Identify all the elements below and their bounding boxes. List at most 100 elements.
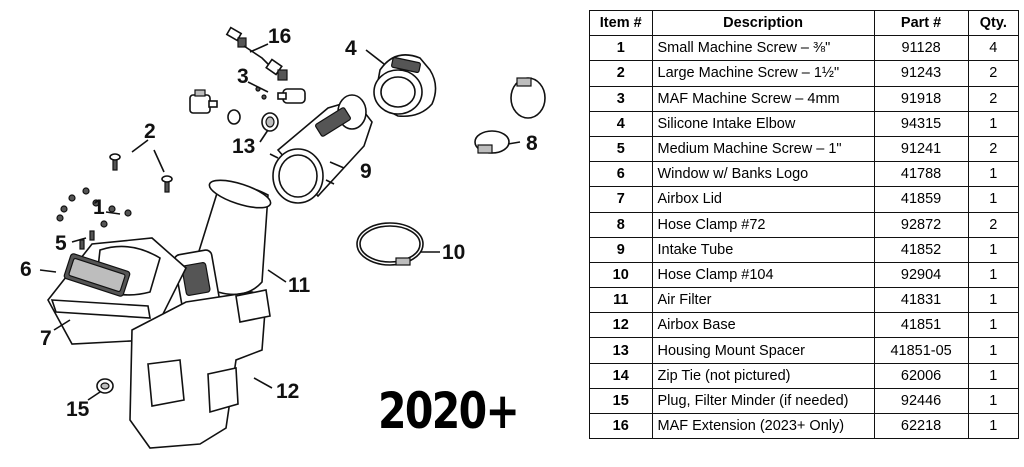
cell-part: 91243 (873, 60, 969, 87)
hose-clamp-72-drawing (474, 77, 546, 154)
cell-item: 3 (589, 85, 653, 112)
cell-part: 94315 (873, 110, 969, 137)
cell-description: Plug, Filter Minder (if needed) (651, 387, 875, 415)
maf-extension-drawing (225, 26, 288, 81)
sensor-body-drawing (189, 89, 218, 114)
cell-qty: 1 (967, 236, 1020, 263)
cell-qty: 1 (967, 161, 1020, 188)
table-header-row: Item # Description Part # Qty. (589, 9, 1020, 37)
cell-qty: 1 (967, 261, 1020, 289)
hose-clamp-104-drawing (356, 222, 424, 266)
cell-part: 91918 (873, 85, 969, 112)
callout-16: 16 (268, 25, 291, 48)
cell-part: 92904 (873, 261, 969, 289)
cell-item: 9 (589, 236, 653, 263)
cell-qty: 2 (967, 135, 1020, 163)
cell-qty: 1 (967, 312, 1020, 339)
cell-part: 91241 (873, 135, 969, 163)
cell-part: 41788 (873, 161, 969, 188)
intake-tube-drawing (269, 94, 373, 204)
cell-qty: 2 (967, 211, 1020, 238)
cell-part: 41851 (873, 312, 969, 339)
cell-item: 10 (589, 261, 653, 289)
cell-description: Hose Clamp #104 (651, 261, 875, 289)
cell-item: 8 (589, 211, 653, 238)
cell-part: 41831 (873, 287, 969, 314)
airbox-lid-drawing (47, 237, 187, 345)
large-screws-drawing (109, 153, 173, 193)
cell-qty: 2 (967, 60, 1020, 87)
cell-part: 62218 (873, 412, 969, 440)
cell-part: 41851-05 (873, 337, 969, 364)
cell-description: Intake Tube (651, 236, 875, 263)
cell-item: 12 (589, 312, 653, 339)
cell-description: MAF Extension (2023+ Only) (651, 412, 875, 440)
maf-screws-drawing (255, 86, 306, 104)
cell-qty: 1 (967, 110, 1020, 137)
callout-5: 5 (55, 232, 67, 255)
callout-13: 15 (66, 398, 90, 421)
callout-6: 6 (20, 258, 32, 281)
header-qty: Qty. (967, 9, 1020, 37)
cell-description: MAF Machine Screw – 4mm (651, 85, 875, 112)
cell-description: Large Machine Screw – 1½" (651, 60, 875, 87)
callout-11: 11 (288, 274, 311, 297)
callout-2: 2 (144, 120, 156, 143)
callout-9: 9 (360, 160, 372, 183)
cell-item: 4 (589, 110, 653, 137)
header-description: Description (651, 9, 875, 37)
cell-description: Medium Machine Screw – 1" (651, 135, 875, 163)
cell-part: 41852 (873, 236, 969, 263)
callout-labels: 16 3 4 2 13 8 9 1 5 10 6 11 7 12 15 (20, 25, 538, 421)
cell-description: Airbox Lid (651, 186, 875, 213)
cell-part: 92872 (873, 211, 969, 238)
header-part: Part # (873, 9, 969, 37)
header-item: Item # (589, 9, 653, 37)
cell-description: Window w/ Banks Logo (651, 161, 875, 188)
cell-description: Hose Clamp #72 (651, 211, 875, 238)
cell-item: 1 (589, 35, 653, 62)
cell-item: 16 (589, 412, 653, 440)
air-filter-drawing (173, 179, 272, 313)
cell-part: 41859 (873, 186, 969, 213)
callout-3: 3 (237, 65, 249, 88)
leader-lines (39, 43, 521, 401)
cell-part: 92446 (873, 387, 969, 415)
callout-10: 10 (442, 241, 465, 264)
cell-description: Air Filter (651, 287, 875, 314)
small-screws-drawing (56, 187, 132, 250)
cell-qty: 1 (967, 387, 1020, 415)
cell-item: 6 (589, 161, 653, 188)
callout-4: 4 (345, 37, 357, 60)
callout-7: 7 (40, 327, 52, 350)
cell-qty: 4 (967, 35, 1020, 62)
cell-description: Airbox Base (651, 312, 875, 339)
callout-8: 8 (526, 132, 538, 155)
cell-part: 91128 (873, 35, 969, 62)
year-badge: 2020+ (378, 382, 520, 440)
cell-item: 2 (589, 60, 653, 87)
callout-15: 13 (232, 135, 255, 158)
cell-qty: 1 (967, 186, 1020, 213)
cell-item: 14 (589, 362, 653, 389)
exploded-parts-diagram: 16 3 4 2 13 8 9 1 5 10 6 11 7 12 15 (20, 25, 546, 449)
cell-description: Zip Tie (not pictured) (651, 362, 875, 389)
cell-qty: 1 (967, 337, 1020, 364)
cell-item: 7 (589, 186, 653, 213)
cell-description: Housing Mount Spacer (651, 337, 875, 364)
filter-minder-plug-drawing (227, 109, 279, 132)
callout-1: 1 (93, 196, 105, 219)
cell-description: Small Machine Screw – ⅜" (651, 35, 875, 62)
